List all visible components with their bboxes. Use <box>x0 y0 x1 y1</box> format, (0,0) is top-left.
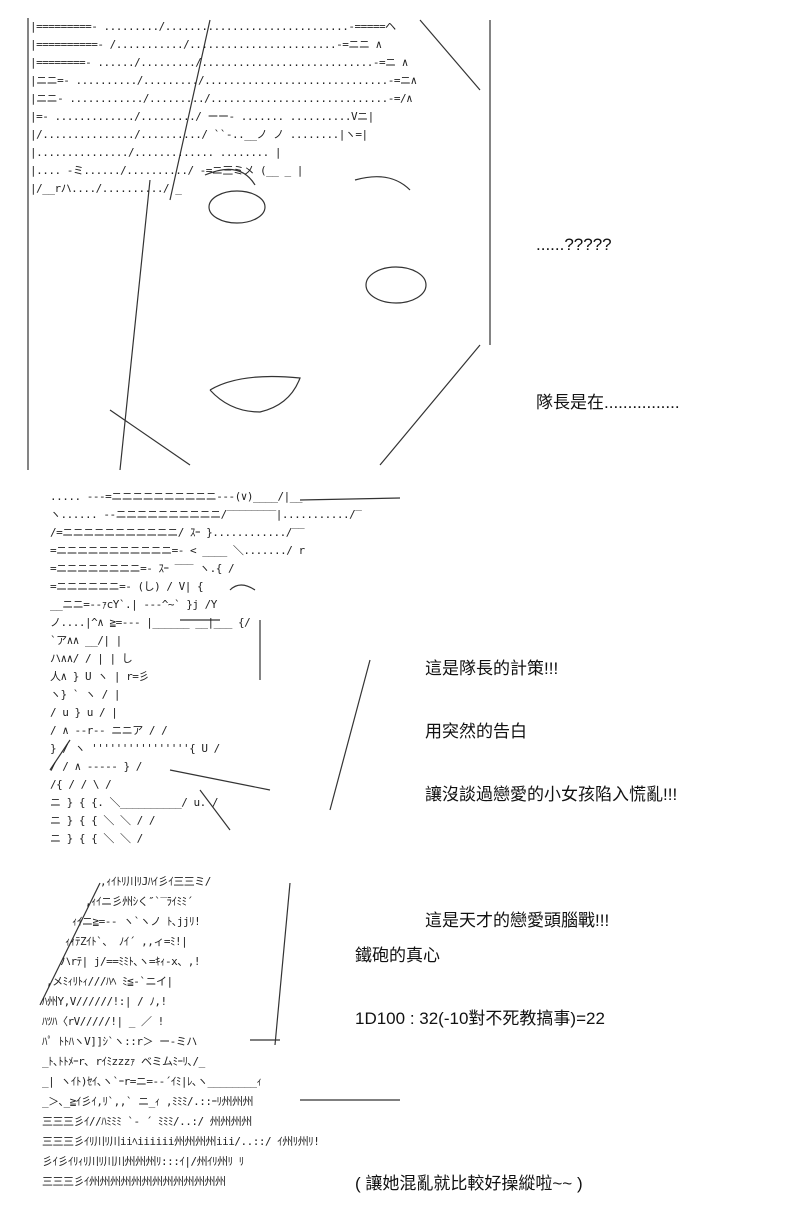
panel-3: ,ｨｲﾄﾘ川ﾘJﾊｲ彡ｲ三三ミ/ ,ｨｲニ彡州ｼく″`‾ﾗｲﾐﾐ´ ｨｲニ≧=-… <box>0 855 800 1200</box>
svg-text:ﾊﾟ ﾄﾄﾊヽV]]ｼ`ヽ::r＞ ー-ミハ: ﾊﾟ ﾄﾄﾊヽV]]ｼ`ヽ::r＞ ー-ミハ <box>42 1035 197 1048</box>
svg-text:ハ∧∧/ / | |: ハ∧∧/ / | | し <box>50 652 132 665</box>
svg-text:/ ∧ --r-- ニニア /: / ∧ --r-- ニニア / / <box>50 724 167 737</box>
panel-2: ..... ---=ニニニニニニニニニニ---(∨)____/|__ ヽ....… <box>0 480 800 855</box>
svg-text:ノ....|^∧ ≧=--- |______ __|_: ノ....|^∧ ≧=--- |______ __|___ {/ <box>50 616 250 629</box>
dialogue-line: ......????? <box>536 235 612 254</box>
svg-text:`ア∧∧ __/| |: `ア∧∧ __/| | <box>50 634 122 647</box>
svg-text:__ニニ=--ｧcY`.| ---^~`: __ニニ=--ｧcY`.| ---^~` }j /Y <box>50 598 218 611</box>
svg-text:ニ } { {. ＼__________/: ニ } { {. ＼__________/ u. / <box>50 796 218 809</box>
svg-text:=ニニニニニニニニニニニ=- < ____ ＼..: =ニニニニニニニニニニニ=- < ____ ＼......./ r <box>50 544 305 557</box>
panel-3-dialogue: 鐵砲的真心 1D100 : 32(-10對不死教搞事)=22 ( 讓她混亂就比較… <box>355 903 605 1215</box>
svg-text:,ｨｲﾄﾘ川ﾘJﾊｲ彡ｲ三三ミ/: ,ｨｲﾄﾘ川ﾘJﾊｲ彡ｲ三三ミ/ <box>100 875 211 888</box>
svg-text:/ / ∧ ----- }: / / ∧ ----- } / <box>50 760 142 773</box>
svg-text:ヽ} ` ヽ / |: ヽ} ` ヽ / | <box>50 688 120 701</box>
svg-text:=ニニニニニニ=- (し) /: =ニニニニニニ=- (し) / V| { <box>50 580 203 593</box>
dialogue-line: 隊長是在................ <box>536 393 680 412</box>
svg-text:_| ヽｲﾄ)ｾｲ､ヽ`ｰr=ニ=--´ｲﾐ|ﾚ､ヽ___: _| ヽｲﾄ)ｾｲ､ヽ`ｰr=ニ=--´ｲﾐ|ﾚ､ヽ________ｨ <box>42 1075 261 1088</box>
panel-2-dialogue: 這是隊長的計策!!! 用突然的告白 讓沒談過戀愛的小女孩陷入慌亂!!! 這是天才… <box>425 616 677 952</box>
dialogue-line: 這是天才的戀愛頭腦戰!!! <box>425 911 610 930</box>
svg-text:|.... -ミ....../........../: |.... -ミ....../........../ -=ニ三ミメ (__ _ … <box>30 164 303 177</box>
ascii-art-figure-3: ,ｨｲﾄﾘ川ﾘJﾊｲ彡ｲ三三ミ/ ,ｨｲニ彡州ｼく″`‾ﾗｲﾐﾐ´ ｨｲニ≧=-… <box>0 855 420 1200</box>
svg-text:|=========- ........./.......: |=========- ........./..................… <box>30 20 396 33</box>
svg-text:ｨｨﾃZｲﾄ`、 ﾉｲ´ ,,ィ=ﾐ!|: ｨｨﾃZｲﾄ`、 ﾉｲ´ ,,ィ=ﾐ!| <box>65 935 187 948</box>
panel-1: |=========- ........./..................… <box>0 0 800 480</box>
svg-text:ｨｲニ≧=-‐ ヽ`ヽノ ﾄ､jjﾘ!: ｨｲニ≧=-‐ ヽ`ヽノ ﾄ､jjﾘ! <box>72 915 200 928</box>
svg-text:_＞､_≧ｲ彡ｲ,ﾘ`,,` ニ_ｨ ,ﾐﾐﾐ/.::ｰﾘ: _＞､_≧ｲ彡ｲ,ﾘ`,,` ニ_ｨ ,ﾐﾐﾐ/.::ｰﾘ州州州 <box>42 1095 253 1108</box>
svg-text:ハrﾃ| j/==ﾐﾐﾄ､ヽ=ｷｨ‐x、,!: ハrﾃ| j/==ﾐﾐﾄ､ヽ=ｷｨ‐x、,! <box>60 955 200 968</box>
dialogue-line: 讓沒談過戀愛的小女孩陷入慌亂!!! <box>425 785 678 804</box>
svg-text:,メﾐｨﾘﾄｨ///ﾊﾍ ﾐ≦-`ニイ|: ,メﾐｨﾘﾄｨ///ﾊﾍ ﾐ≦-`ニイ| <box>46 975 173 988</box>
dialogue-line: 1D100 : 32(-10對不死教搞事)=22 <box>355 1009 605 1028</box>
svg-text:ﾊﾂﾊ〈rV/////!| _ ／ !: ﾊﾂﾊ〈rV/////!| _ ／ ! <box>42 1015 164 1028</box>
svg-text:/ u } u: / u } u / | <box>50 706 117 719</box>
svg-text:,ｨｲニ彡州ｼく″`‾ﾗｲﾐﾐ´: ,ｨｲニ彡州ｼく″`‾ﾗｲﾐﾐ´ <box>85 895 193 908</box>
svg-text:彡ｲ彡ｲﾘｨﾘ川ﾘ川川州州州ﾘ:::ｲ|/州ｲﾘ州ﾘ ﾘ: 彡ｲ彡ｲﾘｨﾘ川ﾘ川川州州州ﾘ:::ｲ|/州ｲﾘ州ﾘ ﾘ <box>42 1155 244 1168</box>
svg-text:ニ } { { ＼ ＼ /: ニ } { { ＼ ＼ / / <box>50 814 155 827</box>
svg-text:|==========- /.........../...: |==========- /.........../..............… <box>30 38 382 51</box>
svg-text:ヽ...... --ニニニニニニニニニニ/‾‾‾‾‾‾‾‾|: ヽ...... --ニニニニニニニニニニ/‾‾‾‾‾‾‾‾|..........… <box>50 508 362 521</box>
svg-text:ニ } { { ＼ ＼: ニ } { { ＼ ＼ / <box>50 832 143 845</box>
panel-1-dialogue: ......????? 隊長是在................ <box>536 192 680 455</box>
svg-text:/{ / / \: /{ / / \ / <box>50 778 111 791</box>
svg-text:_ﾄ､ﾄﾄﾒｰr､ rｲﾐzzzｧ ベミムﾐｰﾘ､/_: _ﾄ､ﾄﾄﾒｰr､ rｲﾐzzzｧ ベミムﾐｰﾘ､/_ <box>42 1055 206 1068</box>
svg-text:|ニニ=- ........../........./..: |ニニ=- ........../........./.............… <box>30 74 417 87</box>
svg-text:三三三彡ｲ//ﾊﾐﾐﾐ `- ´ ﾐﾐﾐ/..:/: 三三三彡ｲ//ﾊﾐﾐﾐ `- ´ ﾐﾐﾐ/..:/ 州州州州 <box>42 1115 252 1128</box>
svg-text:=ニニニニニニニニ=- ｽｰ ‾‾‾ ヽ.{: =ニニニニニニニニ=- ｽｰ ‾‾‾ ヽ.{ / <box>50 562 234 575</box>
svg-text:ﾊ州Y,V//////!:| / ﾉ,!: ﾊ州Y,V//////!:| / ﾉ,! <box>42 995 167 1008</box>
dialogue-line: 這是隊長的計策!!! <box>425 659 559 678</box>
svg-text:|=- ............./........./: |=- ............./........./ ーー- .......… <box>30 110 374 123</box>
svg-text:三三三彡ｲﾘ川ﾘ川iiﾍiiiiii州州州州iii/..::: 三三三彡ｲﾘ川ﾘ川iiﾍiiiiii州州州州iii/..::/ ｲ州ﾘ州ﾘ! <box>42 1135 319 1148</box>
svg-text:|.............../.............: |.............../............. ........ … <box>30 146 281 159</box>
svg-text:三三三彡ｲ州州州州州州州州州州州州州: 三三三彡ｲ州州州州州州州州州州州州州 <box>42 1175 226 1188</box>
dialogue-line: ( 讓她混亂就比較好操縱啦~~ ) <box>355 1174 583 1193</box>
svg-text:|/__rハ..../........../ _: |/__rハ..../........../ _ // L V........ … <box>30 182 182 195</box>
svg-text:|/.............../........../: |/.............../........../ ``-..__ノ ノ… <box>30 128 368 141</box>
dialogue-line: 用突然的告白 <box>425 722 527 741</box>
dialogue-line: 鐵砲的真心 <box>355 946 440 965</box>
svg-text:/=ニニニニニニニニニニニ/ ｽｰ }........: /=ニニニニニニニニニニニ/ ｽｰ }............/‾‾ <box>50 526 305 539</box>
svg-text:|========- ....../........./.: |========- ....../........./............… <box>30 56 408 69</box>
ascii-art-face-1: |=========- ........./..................… <box>0 0 520 475</box>
svg-text:..... ---=ニニニニニニニニニニ---(∨)__: ..... ---=ニニニニニニニニニニ---(∨)____/|__ <box>50 490 303 503</box>
svg-text:人∧ } U ヽ |: 人∧ } U ヽ | r=彡 <box>50 670 149 683</box>
ascii-art-face-2: ..... ---=ニニニニニニニニニニ---(∨)____/|__ ヽ....… <box>0 480 410 850</box>
svg-text:|ニニ- ............/........./.: |ニニ- ............/........./............… <box>30 92 412 105</box>
svg-text:} / ヽ ''''''''''''''''{: } / ヽ ''''''''''''''''{ U / <box>50 742 220 755</box>
